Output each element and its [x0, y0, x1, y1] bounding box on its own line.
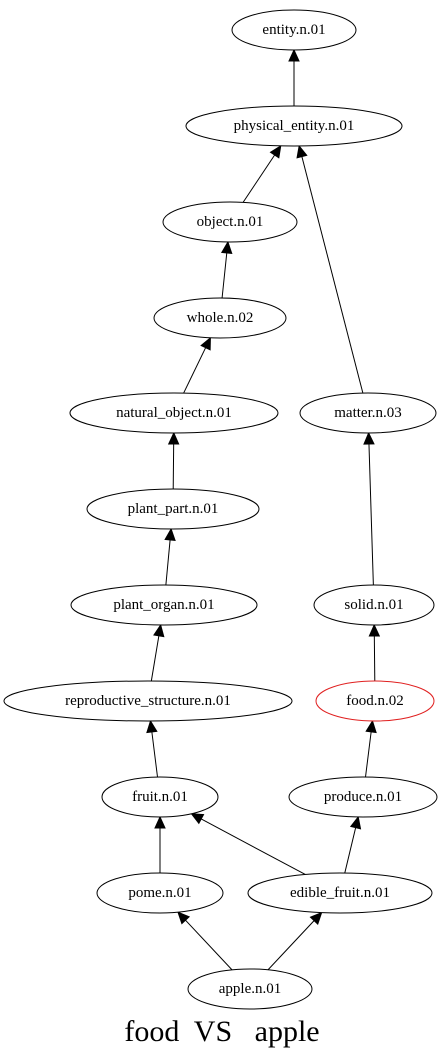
graph-caption: food VS apple: [124, 1015, 320, 1048]
edge-line: [242, 154, 276, 203]
edge-physical_entity-to-entity: [288, 48, 300, 106]
node-reproductive-structure: reproductive_structure.n.01: [3, 680, 293, 722]
edge-plant_part-to-natural_object: [167, 431, 180, 490]
node-whole: whole.n.02: [153, 297, 287, 339]
node-apple: apple.n.01: [187, 968, 313, 1010]
edge-line: [344, 827, 357, 874]
edges-layer: [146, 48, 381, 971]
node-label: food.n.02: [346, 693, 404, 709]
arrowhead-icon: [146, 719, 158, 734]
node-ellipse: [247, 872, 433, 914]
arrowhead-icon: [309, 911, 323, 925]
arrowhead-icon: [190, 813, 205, 825]
node-label: solid.n.01: [344, 597, 403, 613]
node-ellipse: [3, 680, 293, 722]
node-ellipse: [153, 297, 287, 339]
nodes-layer: entity.n.01 physical_entity.n.01 object.n.…: [3, 9, 438, 1010]
node-fruit: fruit.n.01: [101, 776, 219, 818]
node-label: matter.n.03: [334, 405, 402, 421]
node-ellipse: [86, 488, 260, 530]
node-ellipse: [313, 584, 435, 626]
edge-line: [200, 818, 306, 875]
arrowhead-icon: [164, 527, 176, 541]
node-label: plant_part.n.01: [128, 501, 219, 517]
edge-line: [183, 347, 207, 394]
node-label: reproductive_structure.n.01: [65, 693, 231, 709]
edge-line: [151, 731, 158, 778]
arrowhead-icon: [365, 719, 377, 734]
node-label: apple.n.01: [219, 981, 281, 997]
arrowhead-icon: [269, 144, 282, 159]
arrowhead-icon: [220, 240, 233, 255]
node-natural-object: natural_object.n.01: [69, 392, 279, 434]
node-label: object.n.01: [197, 214, 264, 230]
edge-line: [221, 252, 228, 299]
node-ellipse: [231, 9, 357, 51]
node-solid: solid.n.01: [313, 584, 435, 626]
edge-natural_object-to-whole: [183, 336, 211, 394]
node-plant-organ: plant_organ.n.01: [70, 584, 258, 626]
node-entity: entity.n.01: [231, 9, 357, 51]
arrowhead-icon: [363, 431, 375, 445]
node-ellipse: [101, 776, 219, 818]
node-label: entity.n.01: [262, 22, 325, 38]
node-physical-entity: physical_entity.n.01: [185, 105, 403, 147]
edge-apple-to-edible_fruit: [267, 911, 323, 971]
edge-edible_fruit-to-produce: [344, 815, 362, 874]
node-ellipse: [315, 680, 435, 722]
node-label: natural_object.n.01: [116, 405, 232, 421]
edge-line: [301, 156, 364, 394]
node-ellipse: [162, 201, 298, 243]
node-pome: pome.n.01: [96, 872, 224, 914]
arrowhead-icon: [154, 815, 166, 829]
node-matter: matter.n.03: [299, 392, 437, 434]
edge-line: [150, 635, 160, 682]
edge-line: [368, 443, 374, 586]
node-label: produce.n.01: [324, 789, 402, 805]
node-label: whole.n.02: [187, 310, 254, 326]
node-label: pome.n.01: [128, 885, 191, 901]
edge-apple-to-pome: [177, 911, 233, 971]
edge-plant_organ-to-plant_part: [164, 527, 176, 586]
edge-food-to-solid: [368, 623, 381, 682]
arrowhead-icon: [288, 48, 300, 62]
edge-edible_fruit-to-fruit: [190, 813, 306, 875]
node-label: physical_entity.n.01: [234, 118, 355, 134]
edge-whole-to-object: [220, 240, 233, 299]
edge-line: [267, 920, 315, 971]
node-ellipse: [70, 584, 258, 626]
node-ellipse: [96, 872, 224, 914]
edge-matter-to-physical_entity: [296, 144, 364, 394]
node-produce: produce.n.01: [288, 776, 438, 818]
edge-line: [365, 731, 372, 778]
edge-produce-to-food: [365, 719, 377, 778]
edge-fruit-to-reproductive_structure: [146, 719, 158, 778]
edge-solid-to-matter: [363, 431, 375, 586]
arrowhead-icon: [349, 815, 362, 830]
edge-object-to-physical_entity: [242, 144, 282, 203]
arrowhead-icon: [167, 431, 180, 445]
arrowhead-icon: [153, 623, 165, 638]
node-label: fruit.n.01: [132, 789, 188, 805]
arrowhead-icon: [200, 336, 211, 351]
node-ellipse: [299, 392, 437, 434]
node-ellipse: [288, 776, 438, 818]
node-food: food.n.02: [315, 680, 435, 722]
node-plant-part: plant_part.n.01: [86, 488, 260, 530]
node-label: edible_fruit.n.01: [290, 885, 390, 901]
node-label: plant_organ.n.01: [113, 597, 214, 613]
node-object: object.n.01: [162, 201, 298, 243]
node-ellipse: [185, 105, 403, 147]
arrowhead-icon: [177, 911, 191, 925]
arrowhead-icon: [368, 623, 381, 637]
node-edible-fruit: edible_fruit.n.01: [247, 872, 433, 914]
arrowhead-icon: [296, 144, 308, 159]
edge-pome-to-fruit: [154, 815, 166, 873]
node-ellipse: [69, 392, 279, 434]
edge-reproductive_structure-to-plant_organ: [150, 623, 165, 682]
edge-line: [165, 539, 171, 586]
edge-line: [185, 919, 233, 971]
node-ellipse: [187, 968, 313, 1010]
